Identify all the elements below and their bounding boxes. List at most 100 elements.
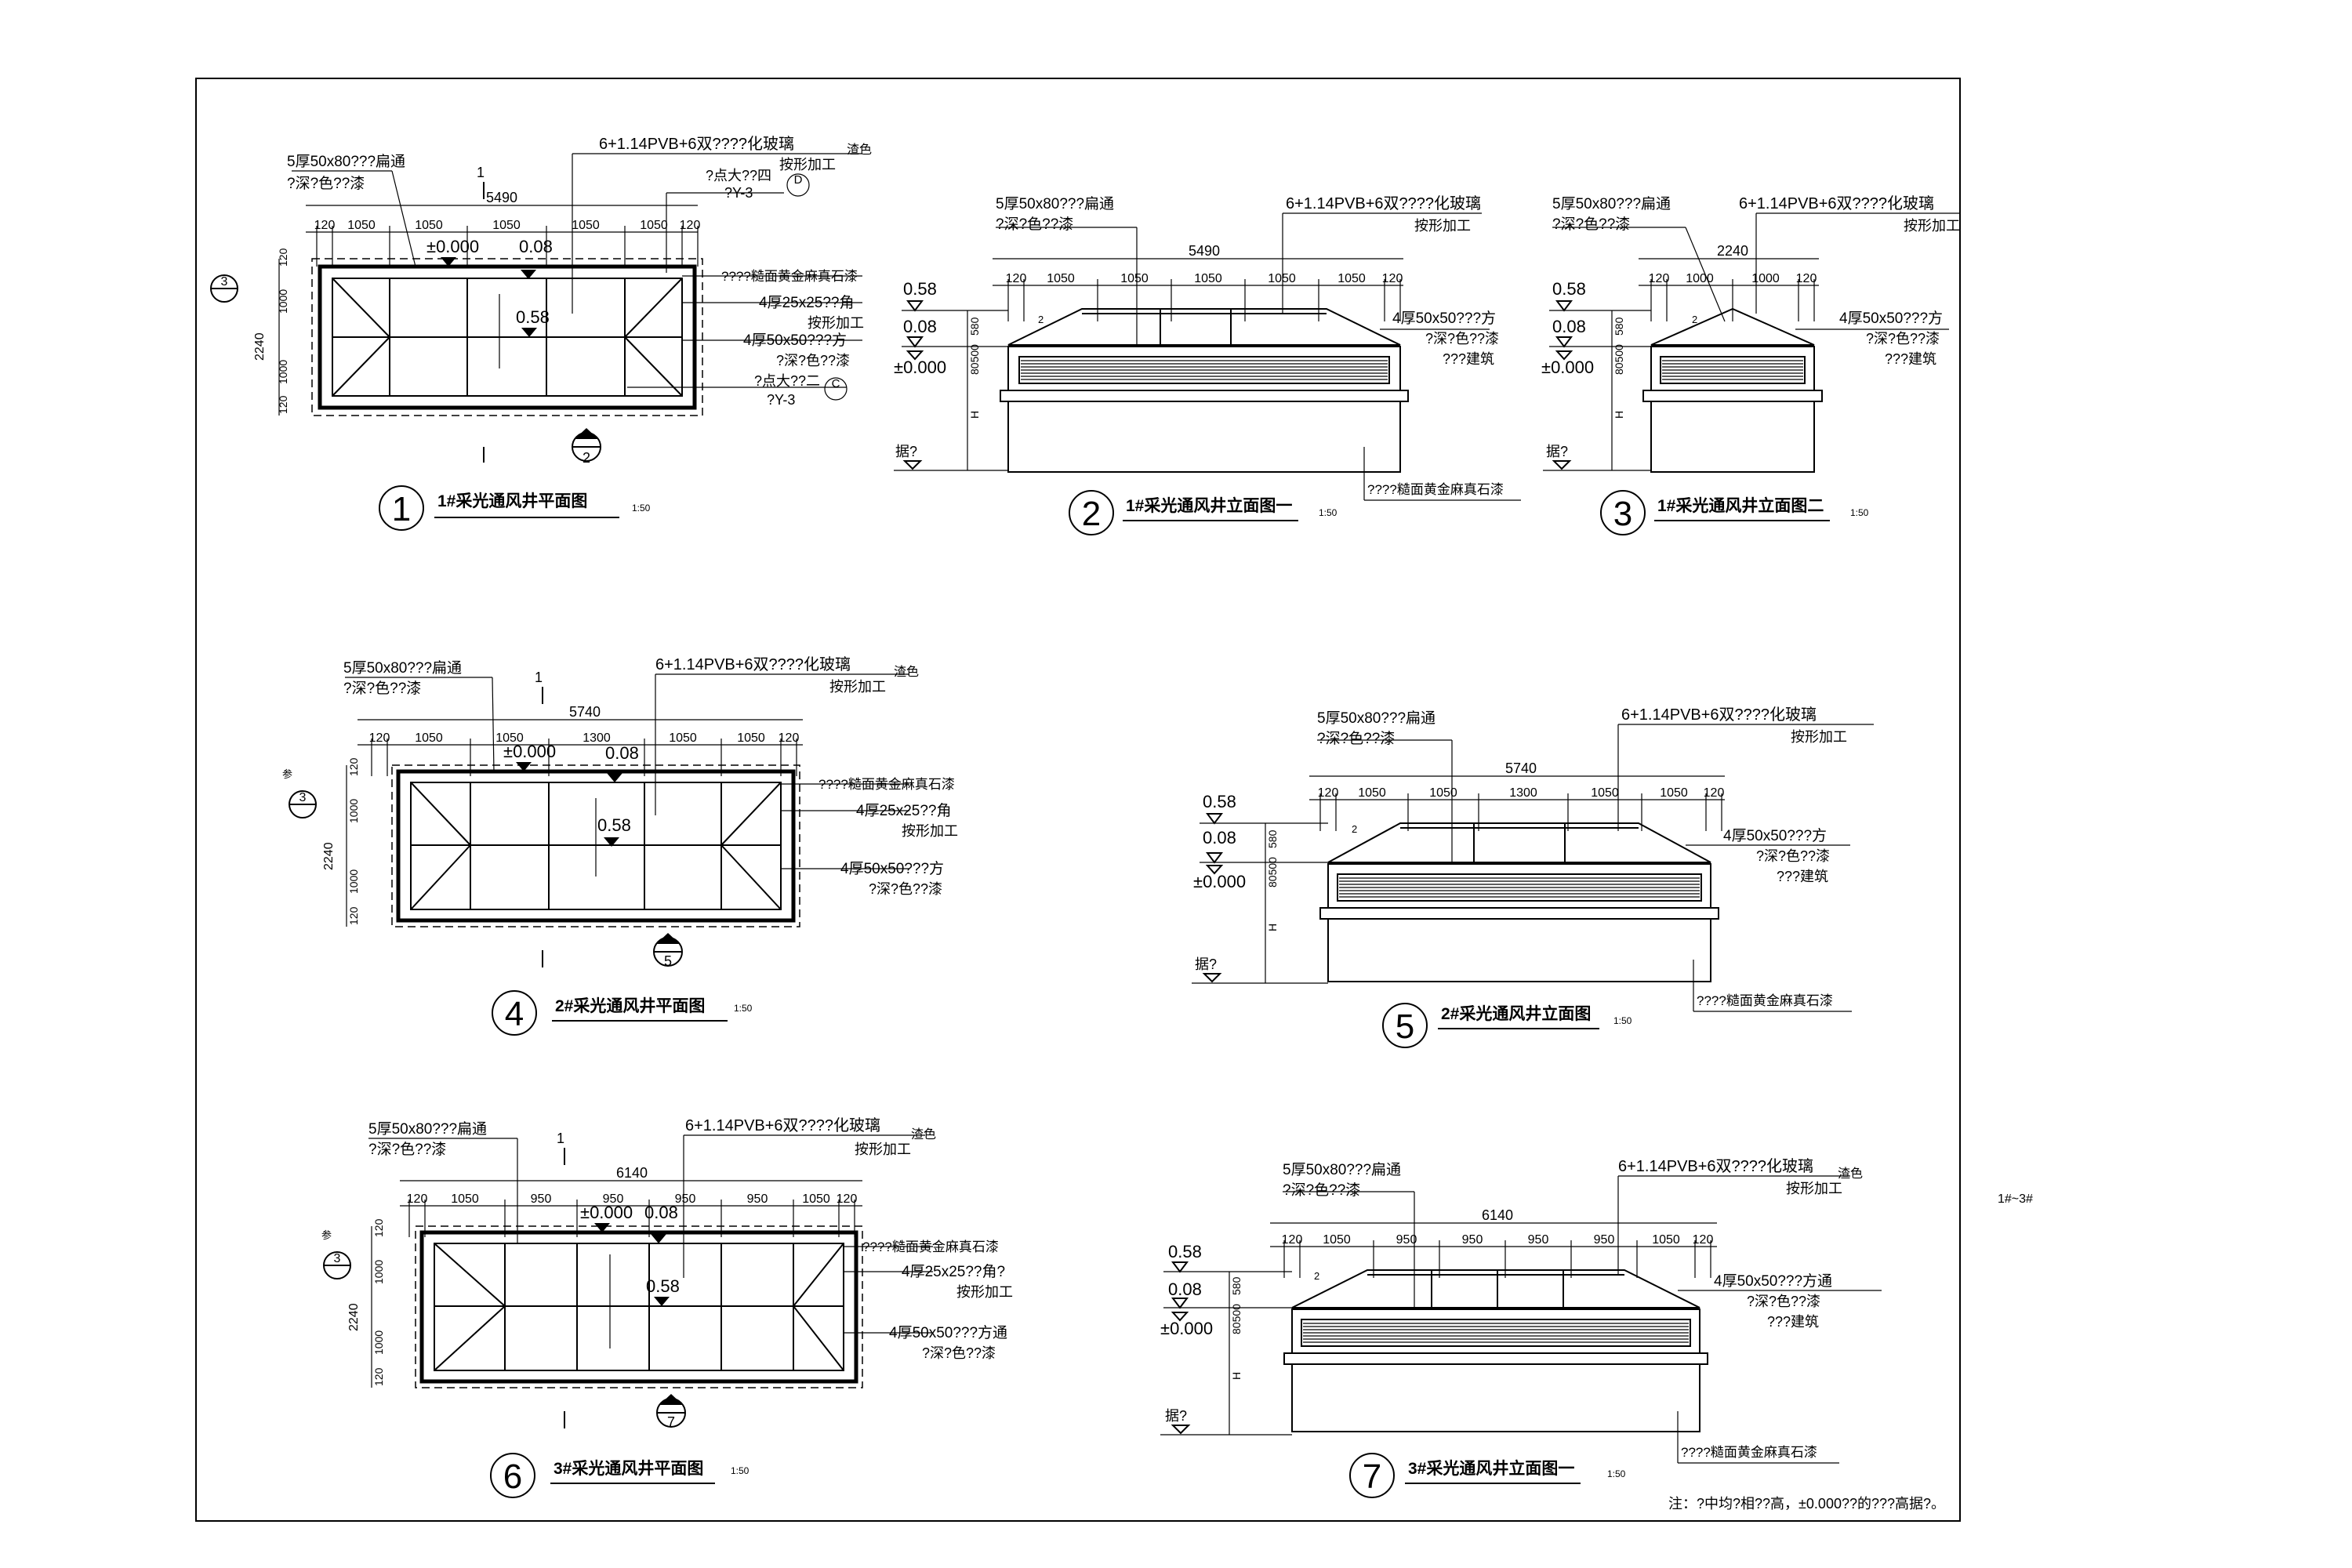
note: 5厚50x80???扁通: [1552, 195, 1671, 212]
view-number: 5: [1396, 1007, 1414, 1046]
view-4-plan: 5740 120 1050 1050 1300 1050 1050 120 ±0…: [282, 655, 958, 1036]
view-title: 3#采光通风井立面图一: [1408, 1459, 1574, 1478]
note: 4厚50x50???方: [840, 860, 944, 877]
view-number: 3: [1613, 495, 1632, 533]
dim-seg: 120: [1704, 786, 1725, 800]
note: ?深?色??漆: [1747, 1294, 1820, 1309]
view-number: 2: [1082, 495, 1101, 533]
ref-1: 1: [477, 165, 485, 180]
dim-seg: 1050: [1338, 272, 1366, 285]
note: 按形加工: [956, 1284, 1013, 1300]
dim-total: 5490: [486, 190, 517, 205]
note: 4厚50x50???方: [1723, 827, 1827, 844]
dim-seg: 1050: [495, 731, 524, 745]
vdim: 1000: [372, 1330, 385, 1355]
view-title: 3#采光通风井平面图: [554, 1460, 703, 1478]
view-number-circle: [1382, 1003, 1428, 1048]
dim-seg: 1050: [451, 1192, 479, 1206]
view-title: 2#采光通风井立面图: [1441, 1004, 1591, 1023]
dim-seg: 1000: [1751, 272, 1780, 285]
ref-1: 1: [557, 1131, 564, 1146]
note: 按形加工: [1786, 1181, 1842, 1196]
note: ?深?色??漆: [1552, 216, 1630, 233]
vdim: 120: [347, 757, 360, 776]
note: ?深?色??漆: [1425, 331, 1499, 347]
note: ????糙面黄金麻真石漆: [818, 777, 955, 792]
vdim: 1000: [347, 869, 360, 894]
vdim: 80500: [1230, 1304, 1243, 1334]
note: ?深?色??漆: [922, 1345, 996, 1361]
dim-seg: 1050: [802, 1192, 830, 1206]
callout-letter: C: [832, 377, 840, 390]
note: 4厚25x25??角: [856, 802, 951, 819]
vdim: 1000: [277, 360, 289, 384]
view-2-elevation: 5490 120 1050 1050 1050 1050 1050 120 2 …: [894, 194, 1521, 535]
note: 4厚50x50???方: [743, 332, 847, 349]
dim-seg: 1300: [1509, 786, 1537, 800]
view-title: 1#采光通风井立面图一: [1126, 496, 1292, 515]
vdim: 1000: [277, 289, 289, 314]
dim-seg: 1050: [347, 219, 376, 232]
note: 5厚50x80???扁通: [1317, 710, 1436, 727]
note: 6+1.14PVB+6双????化玻璃: [685, 1116, 880, 1134]
note: 按形加工: [1791, 729, 1847, 745]
dim-total: 5740: [1505, 760, 1537, 776]
note: ?深?色??漆: [368, 1141, 446, 1158]
view-number-circle: [1349, 1453, 1395, 1498]
elev-008: 0.08: [644, 1203, 678, 1222]
view-number-circle: [1600, 490, 1646, 535]
dim-total: 5740: [569, 704, 601, 720]
elev-058: 0.58: [1552, 279, 1586, 299]
note: 4厚25x25??角: [759, 294, 854, 311]
elev-058: 0.58: [1168, 1242, 1202, 1261]
elev-marker: [521, 328, 537, 337]
view-number: 7: [1363, 1457, 1381, 1496]
dim-total: 2240: [1717, 243, 1748, 259]
dim-seg: 1050: [492, 219, 521, 232]
note: ????糙面黄金麻真石漆: [721, 269, 858, 284]
view-number: 4: [505, 995, 524, 1033]
elev-zero: ±0.000: [426, 237, 479, 256]
dim-seg: 1050: [1652, 1233, 1680, 1247]
note: ????糙面黄金麻真石漆: [1681, 1445, 1817, 1460]
footnote: 注：?中均?相??高，±0.000??的???高据?。: [1668, 1496, 1945, 1512]
note: ?深?色??漆: [1283, 1181, 1360, 1199]
elev-058: 0.58: [646, 1276, 680, 1296]
vdim: 120: [372, 1218, 385, 1237]
vdim-total: 2240: [322, 842, 336, 870]
dim-seg: 950: [603, 1192, 624, 1206]
note: ???建筑: [1443, 351, 1494, 367]
dim-seg: 120: [680, 219, 701, 232]
note: 按形加工: [779, 157, 836, 172]
note: 5厚50x80???扁通: [343, 659, 462, 677]
vdim: H: [1230, 1372, 1243, 1380]
elev-058: 0.58: [1203, 792, 1236, 811]
elev-marker: [441, 257, 456, 267]
view-number: 6: [503, 1457, 522, 1496]
slope-label: 2: [1314, 1270, 1319, 1282]
dim-seg: 1050: [640, 219, 668, 232]
view-scale: 1:50: [731, 1465, 750, 1476]
note: 6+1.14PVB+6双????化玻璃: [1286, 194, 1481, 212]
dim-seg: 950: [531, 1192, 552, 1206]
note: 5厚50x80???扁通: [287, 153, 405, 170]
note: 5厚50x80???扁通: [1283, 1161, 1401, 1178]
note: ?点大??二: [754, 373, 820, 389]
vdim: H: [1613, 411, 1625, 419]
note: 5厚50x80???扁通: [996, 195, 1114, 212]
dim-seg: 120: [1693, 1233, 1714, 1247]
note: 按形加工: [1414, 218, 1471, 234]
vdim: 1000: [372, 1260, 385, 1284]
note: 按形加工: [855, 1142, 911, 1157]
vdim: 580: [968, 317, 981, 336]
note: 渣色: [911, 1127, 936, 1142]
dim-seg: 1050: [1323, 1233, 1351, 1247]
elev-grade: 据?: [1165, 1408, 1187, 1424]
vdim: 120: [277, 248, 289, 267]
ref-3: 3: [299, 791, 307, 804]
note: 6+1.14PVB+6双????化玻璃: [655, 655, 851, 673]
dim-seg: 1050: [1591, 786, 1619, 800]
dim-total: 6140: [1482, 1207, 1513, 1223]
note: ???建筑: [1885, 351, 1936, 367]
vdim: 580: [1266, 829, 1279, 848]
